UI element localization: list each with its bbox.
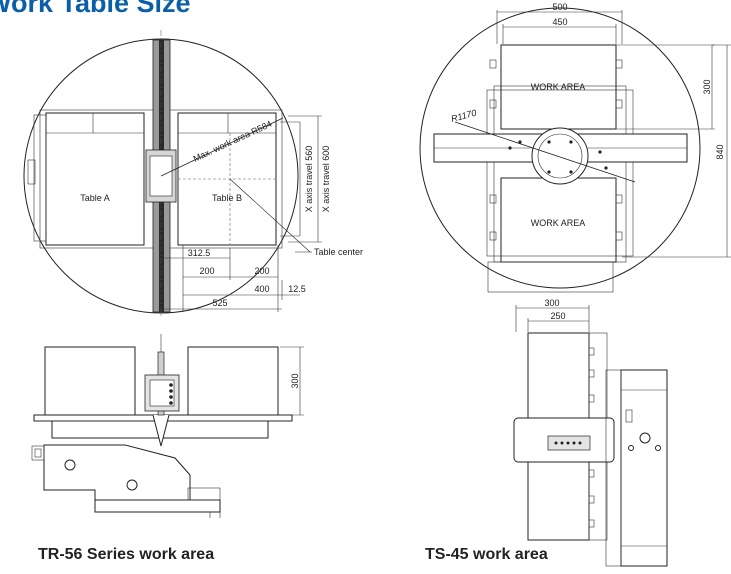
dim-12-5: 12.5 bbox=[288, 284, 306, 294]
dim-200-left: 200 bbox=[199, 266, 214, 276]
ts45-side-dim-300: 300 bbox=[544, 298, 559, 308]
ts45-dim-300: 300 bbox=[702, 79, 712, 94]
tr56-side-dim-300: 300 bbox=[290, 373, 300, 388]
label-x-travel-600: X axis travel 600 bbox=[321, 146, 331, 213]
ts45-caption: TS-45 work area bbox=[425, 546, 548, 563]
ts45-side-dim-250: 250 bbox=[550, 311, 565, 321]
tr56-side-view bbox=[31, 334, 304, 518]
ts45-dim-500: 500 bbox=[552, 2, 567, 12]
dim-525: 525 bbox=[212, 298, 227, 308]
dim-400: 400 bbox=[254, 284, 269, 294]
label-table-b: Table B bbox=[212, 193, 242, 203]
ts45-side-view bbox=[513, 305, 668, 567]
ts45-dim-840: 840 bbox=[715, 144, 725, 159]
ts45-label-work-area-top: WORK AREA bbox=[531, 82, 586, 92]
dim-312-5: 312.5 bbox=[188, 248, 211, 258]
ts45-top-view bbox=[419, 7, 731, 293]
dim-200-right: 200 bbox=[254, 266, 269, 276]
label-x-travel-560: X axis travel 560 bbox=[304, 146, 314, 213]
page-title: Work Table Size bbox=[0, 0, 191, 18]
ts45-dim-450: 450 bbox=[552, 17, 567, 27]
ts45-label-radius: R1170 bbox=[450, 108, 478, 124]
label-max-work-area: Max. work area R584 bbox=[192, 119, 274, 164]
tr56-top-view bbox=[23, 30, 322, 318]
label-table-center: Table center bbox=[314, 247, 363, 257]
tr56-caption: TR-56 Series work area bbox=[38, 546, 215, 563]
ts45-label-work-area-bottom: WORK AREA bbox=[531, 218, 586, 228]
ts45-max-work-circle bbox=[419, 7, 701, 289]
label-table-a: Table A bbox=[80, 193, 110, 203]
